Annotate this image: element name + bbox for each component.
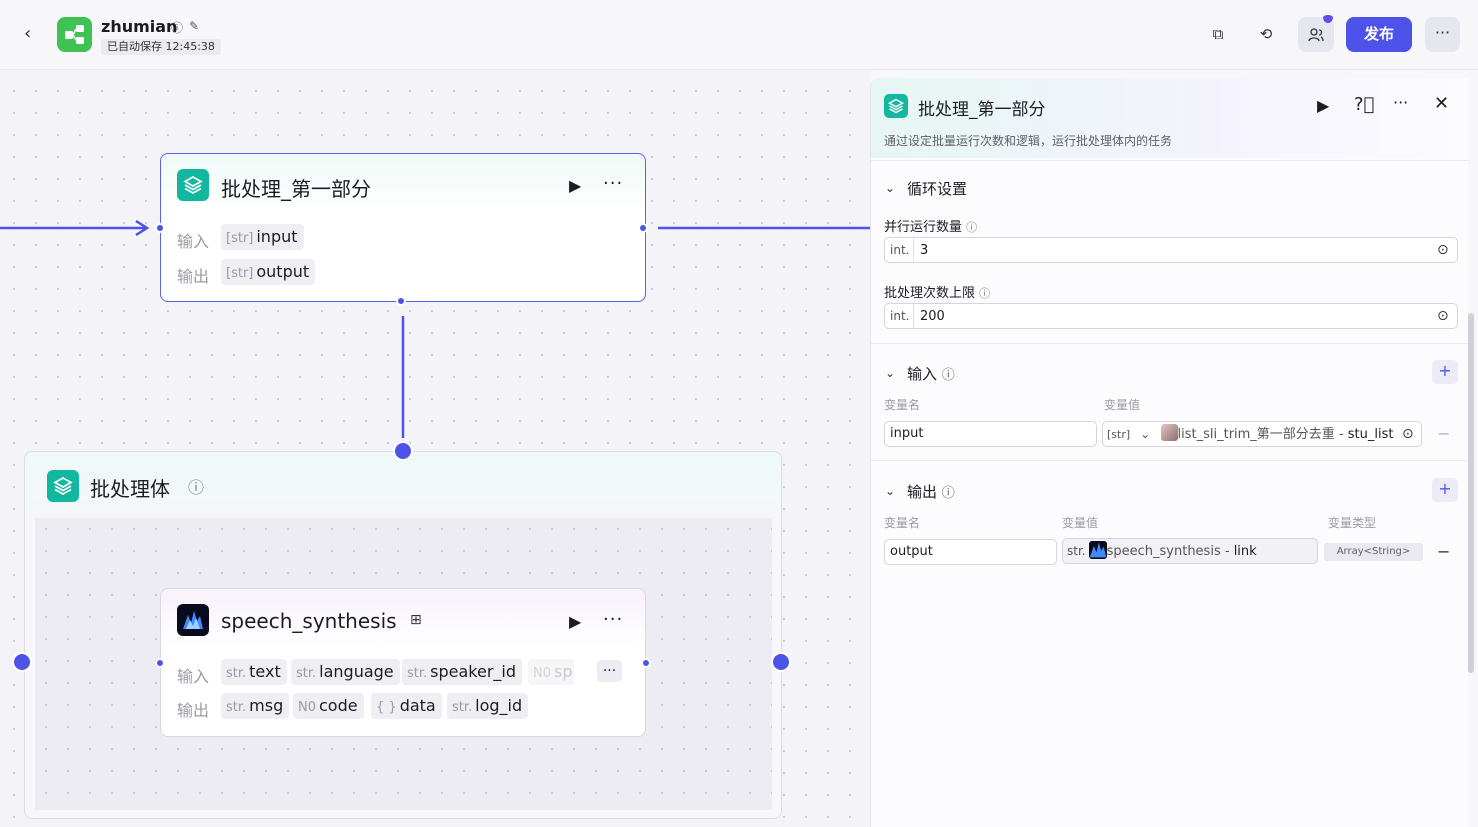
col-var-type: 变量类型	[1328, 516, 1377, 530]
batch-body-left-port[interactable]	[12, 652, 32, 672]
chevron-down-icon[interactable]: ⌄	[885, 366, 896, 380]
plugin-icon: ⊞	[410, 612, 422, 628]
node-more-icon[interactable]: ···	[603, 609, 624, 630]
max-batch-input[interactable]: int.200	[884, 303, 1458, 329]
edge-arrow-icon	[135, 219, 150, 237]
divider	[871, 343, 1469, 344]
speech-node-title: speech_synthesis	[221, 609, 397, 633]
divider	[871, 160, 1469, 161]
input-chip-speaker-id: str.speaker_id	[402, 659, 523, 685]
output-section-title[interactable]: 输出 ⓘ	[907, 483, 955, 501]
input-label: 输入	[177, 232, 210, 251]
chevron-down-icon[interactable]: ⌄	[885, 484, 896, 498]
batch-bottom-port[interactable]	[396, 296, 406, 306]
node-more-icon[interactable]: ···	[603, 173, 624, 194]
info-icon[interactable]: ⓘ	[171, 21, 184, 35]
var-type-badge: Array<String>	[1324, 543, 1423, 561]
back-arrow-icon[interactable]: ‹	[24, 23, 32, 44]
speech-input-port[interactable]	[155, 658, 165, 668]
input-chip-language: str.language	[291, 659, 400, 685]
chevron-down-icon: ⌄	[1140, 427, 1151, 441]
run-icon[interactable]: ▶	[569, 612, 582, 631]
col-var-name: 变量名	[884, 516, 921, 530]
output-chip-log-id: str.log_id	[447, 693, 529, 719]
variable-ref-icon[interactable]: ⊙	[1437, 242, 1449, 258]
batch-body-title: 批处理体	[90, 477, 170, 501]
batch-node-title: 批处理_第一部分	[221, 177, 371, 201]
output-chip-msg: str.msg	[221, 693, 290, 719]
loop-section-title[interactable]: 循环设置	[907, 180, 968, 198]
output-label: 输出	[177, 267, 210, 286]
batch-body-icon	[47, 470, 79, 502]
node-config-panel: 批处理_第一部分 ▶ ?⃝ ··· ✕ 通过设定批量运行次数和逻辑，运行批处理体…	[870, 78, 1469, 827]
panel-header: 批处理_第一部分 ▶ ?⃝ ··· ✕ 通过设定批量运行次数和逻辑，运行批处理体…	[871, 78, 1469, 158]
divider	[871, 460, 1469, 461]
run-icon[interactable]: ▶	[569, 176, 582, 195]
remove-input-button[interactable]: −	[1437, 424, 1451, 443]
workflow-canvas[interactable]: 批处理_第一部分 ▶ ··· 输入 [str]input 输出 [str]out…	[0, 70, 870, 827]
input-section-title[interactable]: 输入 ⓘ	[907, 365, 955, 383]
edit-icon[interactable]: ✎	[189, 19, 200, 33]
remove-output-button[interactable]: −	[1437, 542, 1451, 561]
add-input-button[interactable]: +	[1432, 360, 1458, 384]
batch-icon	[177, 169, 209, 201]
top-bar: ‹ zhumian ⓘ ✎ 已自动保存 12:45:38 ⧉ ⟲ 发布 ···	[0, 0, 1478, 70]
variable-ref-icon[interactable]: ⊙	[1402, 426, 1414, 442]
input-label: 输入	[177, 667, 210, 686]
batch-input-port[interactable]	[155, 223, 165, 233]
autosave-status: 已自动保存 12:45:38	[101, 39, 221, 55]
input-chip-text: str.text	[221, 659, 287, 685]
input-var-name-field[interactable]: input	[884, 421, 1097, 447]
parallel-count-label: 并行运行数量 ⓘ	[884, 220, 978, 235]
speech-synthesis-node[interactable]: speech_synthesis ⊞ ▶ ··· 输入 str.text str…	[160, 588, 646, 737]
max-batch-label: 批处理次数上限 ⓘ	[884, 286, 991, 301]
panel-scrollbar[interactable]	[1468, 313, 1474, 673]
output-var-name-field[interactable]: output	[884, 539, 1057, 565]
info-icon[interactable]: ⓘ	[188, 478, 205, 497]
speech-output-port[interactable]	[641, 658, 651, 668]
panel-title[interactable]: 批处理_第一部分	[918, 100, 1046, 120]
copy-icon[interactable]: ⧉	[1212, 25, 1224, 43]
info-icon: ⓘ	[941, 486, 955, 501]
input-var-value-field[interactable]: [str] ⌄ list_sli_trim_第一部分去重 - stu_list	[1102, 421, 1422, 447]
history-icon[interactable]: ⟲	[1259, 25, 1273, 43]
output-label: 输出	[177, 701, 210, 720]
batch-node[interactable]: 批处理_第一部分 ▶ ··· 输入 [str]input 输出 [str]out…	[160, 153, 646, 302]
info-icon: ⓘ	[979, 287, 991, 300]
batch-body-right-port[interactable]	[771, 652, 791, 672]
output-chip-data: { }data	[371, 693, 442, 719]
parallel-count-input[interactable]: int.3	[884, 237, 1458, 263]
source-node-avatar	[1160, 424, 1178, 441]
help-icon[interactable]: ?⃝	[1354, 94, 1375, 115]
col-var-name: 变量名	[884, 398, 921, 412]
users-icon	[1308, 28, 1324, 42]
info-icon: ⓘ	[966, 221, 978, 234]
col-var-value: 变量值	[1104, 398, 1141, 412]
batch-output-port[interactable]	[638, 223, 648, 233]
output-var-value-field[interactable]: str.speech_synthesis - link	[1062, 538, 1318, 564]
input-chip: [str]input	[221, 224, 304, 250]
more-menu-button[interactable]: ···	[1425, 17, 1460, 52]
speech-synthesis-icon	[1088, 541, 1107, 559]
publish-button[interactable]: 发布	[1346, 17, 1412, 52]
more-inputs-icon[interactable]: ···	[597, 660, 622, 682]
more-icon[interactable]: ···	[1393, 93, 1409, 112]
batch-body-top-port[interactable]	[393, 441, 413, 461]
batch-icon	[884, 94, 908, 118]
col-var-value: 变量值	[1062, 516, 1099, 530]
app-logo-icon	[57, 17, 92, 52]
panel-description: 通过设定批量运行次数和逻辑，运行批处理体内的任务	[884, 134, 1173, 148]
speech-synthesis-icon	[177, 604, 209, 636]
chevron-down-icon[interactable]: ⌄	[885, 181, 896, 195]
run-icon[interactable]: ▶	[1317, 96, 1330, 115]
output-chip: [str]output	[221, 259, 316, 285]
add-output-button[interactable]: +	[1432, 478, 1458, 502]
close-icon[interactable]: ✕	[1434, 93, 1450, 114]
variable-ref-icon[interactable]: ⊙	[1437, 308, 1449, 324]
app-name: zhumian	[101, 17, 178, 36]
info-icon: ⓘ	[941, 368, 955, 383]
notification-badge	[1323, 15, 1333, 23]
